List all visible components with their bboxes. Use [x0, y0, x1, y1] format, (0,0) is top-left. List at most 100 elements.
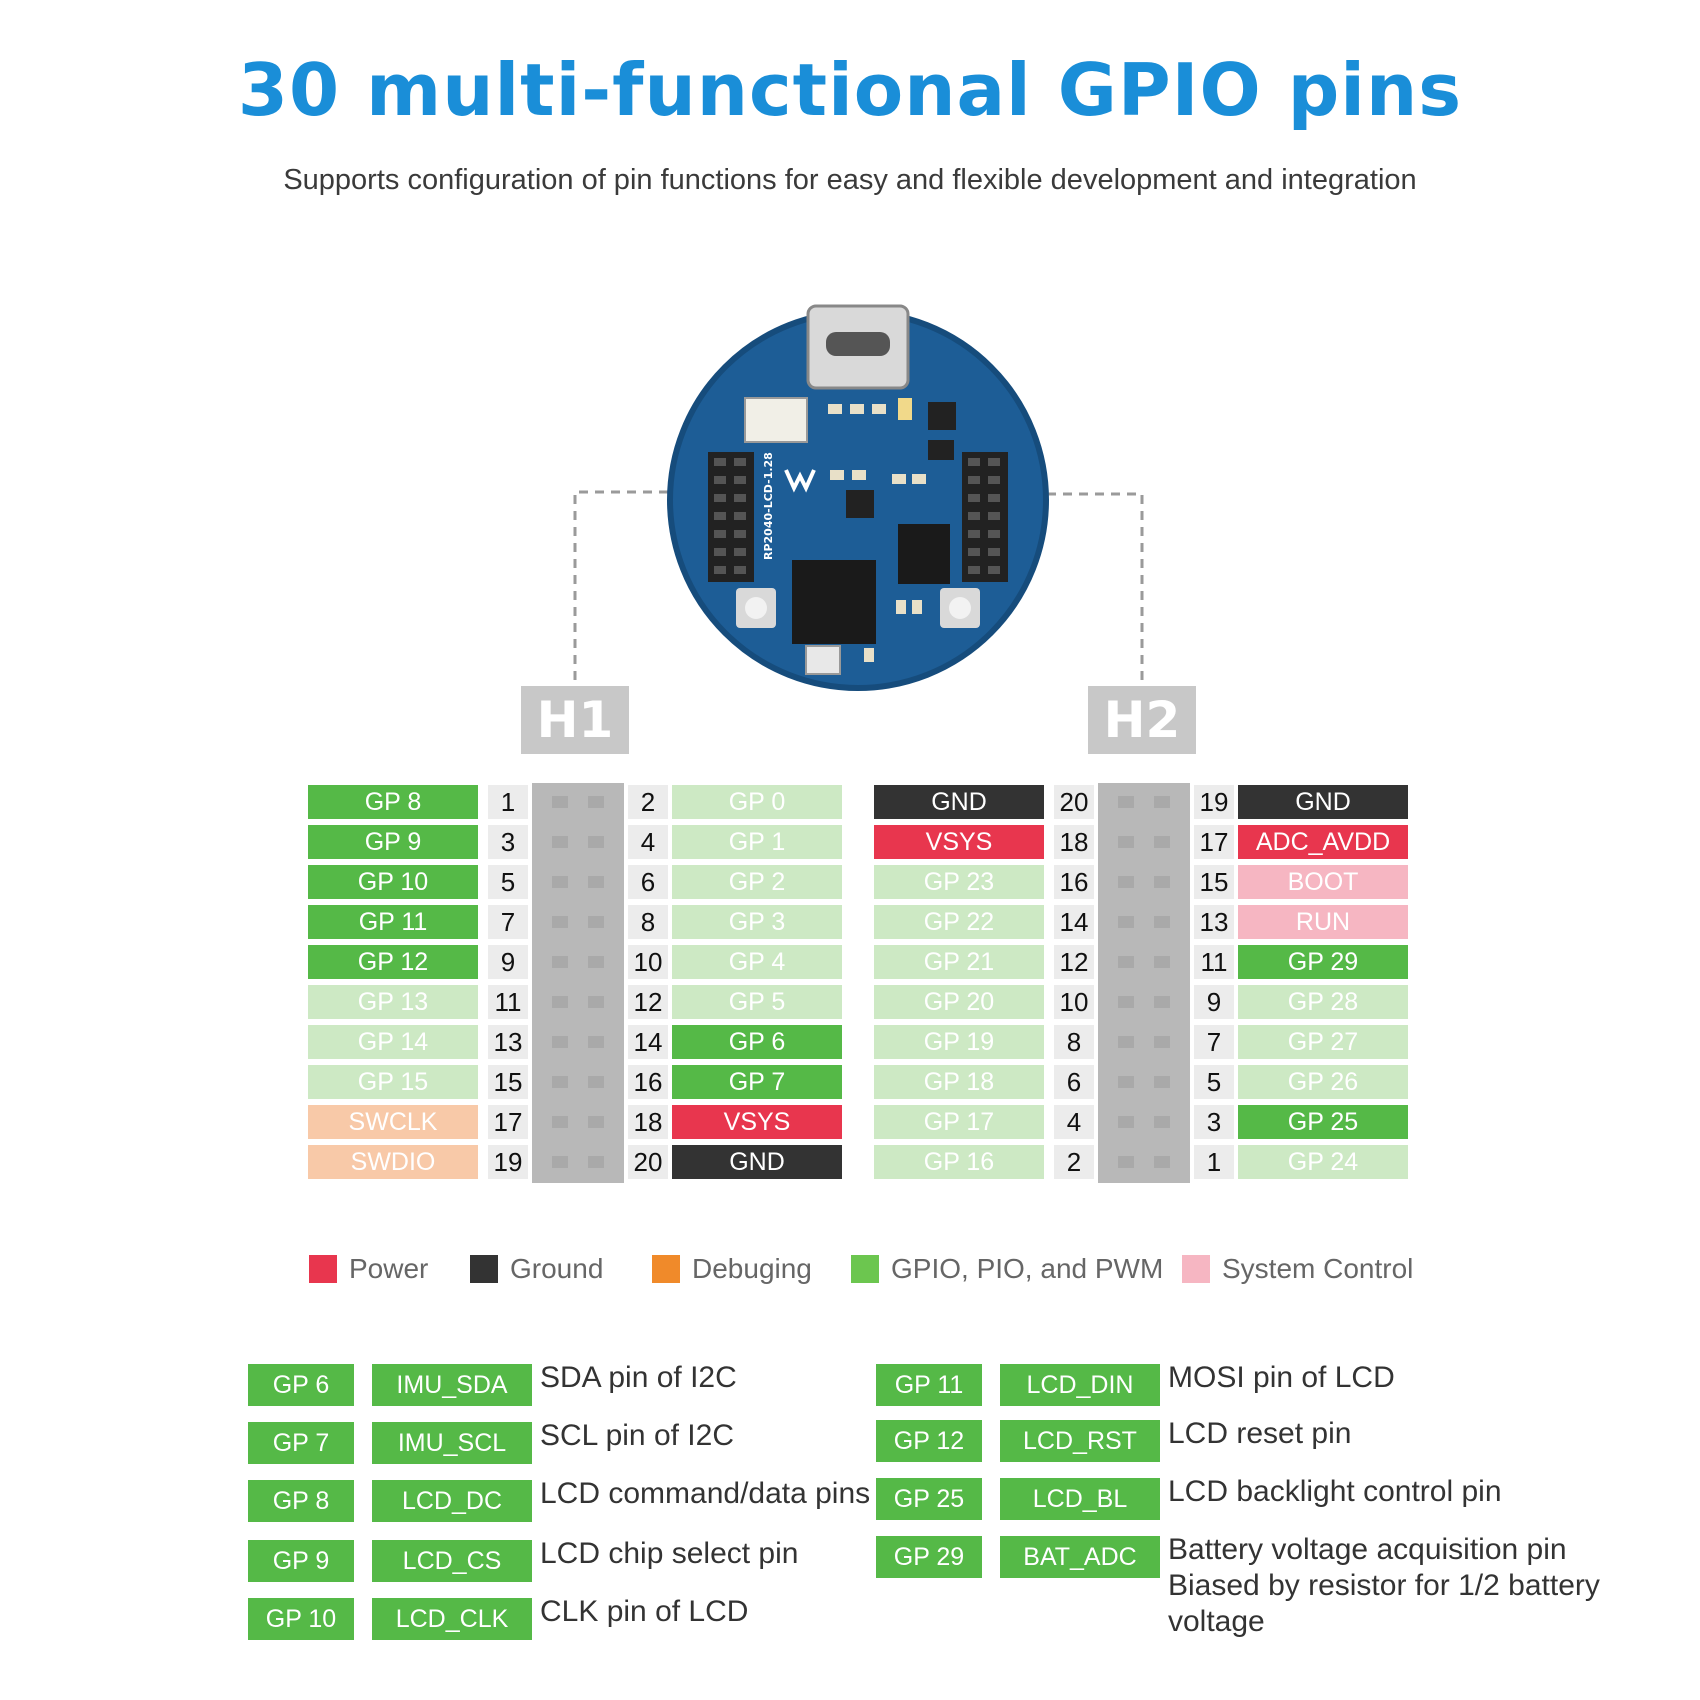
pin-label: GP 13: [308, 985, 478, 1019]
imu-chip-icon: [846, 490, 874, 518]
pin-label: GND: [874, 785, 1044, 819]
function-description: LCD chip select pin: [540, 1537, 799, 1570]
pin-hole: [1154, 1036, 1170, 1048]
pin-hole: [1118, 956, 1134, 968]
legend-label: Debuging: [692, 1253, 812, 1284]
legend-label: Power: [349, 1253, 429, 1284]
pin-number: 9: [1194, 985, 1234, 1019]
pin-number: 2: [1054, 1145, 1094, 1179]
pin-hole: [588, 956, 604, 968]
function-description: Battery voltage acquisition pin: [1168, 1533, 1567, 1566]
pin-number: 20: [628, 1145, 668, 1179]
pin-hole: [552, 956, 568, 968]
legend-item: System Control: [1182, 1252, 1413, 1286]
pin-hole: [1154, 916, 1170, 928]
pin-label: GND: [1238, 785, 1408, 819]
pin-hole: [1154, 996, 1170, 1008]
pin-hole: [1154, 956, 1170, 968]
function-pin-tag: GP 9: [248, 1540, 354, 1582]
pin-label: GP 26: [1238, 1065, 1408, 1099]
function-pin-tag: GP 7: [248, 1422, 354, 1464]
pin-number: 16: [628, 1065, 668, 1099]
pin-number: 3: [1194, 1105, 1234, 1139]
pin-hole: [1154, 1156, 1170, 1168]
pin-hole: [1154, 836, 1170, 848]
pin-hole: [552, 1116, 568, 1128]
board-model-text: RP2040-LCD-1.28: [762, 452, 775, 560]
pin-hole: [1118, 1116, 1134, 1128]
function-description: LCD command/data pins: [540, 1477, 871, 1510]
pin-hole: [1154, 1116, 1170, 1128]
pin-hole: [1118, 1036, 1134, 1048]
pin-number: 14: [628, 1025, 668, 1059]
pin-hole: [588, 876, 604, 888]
legend-label: Ground: [510, 1253, 604, 1284]
pin-label: SWDIO: [308, 1145, 478, 1179]
pin-label: GP 7: [672, 1065, 842, 1099]
pin-label: SWCLK: [308, 1105, 478, 1139]
pin-number: 1: [1194, 1145, 1234, 1179]
legend-item: Debuging: [652, 1252, 812, 1286]
pin-label: GP 10: [308, 865, 478, 899]
function-signal-tag: LCD_RST: [1000, 1420, 1160, 1462]
pin-number: 12: [1054, 945, 1094, 979]
legend-item: GPIO, PIO, and PWM: [851, 1252, 1163, 1286]
function-signal-tag: LCD_CS: [372, 1540, 532, 1582]
pin-number: 8: [1054, 1025, 1094, 1059]
pin-label: RUN: [1238, 905, 1408, 939]
legend-swatch: [652, 1255, 680, 1283]
function-signal-tag: LCD_DC: [372, 1480, 532, 1522]
header-h2-label: H2: [1088, 686, 1196, 754]
pin-label: GP 0: [672, 785, 842, 819]
pin-hole: [1118, 1076, 1134, 1088]
page-subtitle: Supports configuration of pin functions …: [283, 164, 1417, 196]
pin-number: 20: [1054, 785, 1094, 819]
function-pin-tag: GP 6: [248, 1364, 354, 1406]
pin-label: VSYS: [874, 825, 1044, 859]
header-strip: [532, 783, 624, 1183]
pin-number: 7: [488, 905, 528, 939]
pin-label: GP 1: [672, 825, 842, 859]
function-pin-tag: GP 11: [876, 1364, 982, 1406]
pin-number: 10: [1054, 985, 1094, 1019]
pin-number: 9: [488, 945, 528, 979]
pin-label: GP 28: [1238, 985, 1408, 1019]
pin-hole: [552, 1076, 568, 1088]
pin-number: 5: [1194, 1065, 1234, 1099]
pin-label: ADC_AVDD: [1238, 825, 1408, 859]
pin-hole: [588, 796, 604, 808]
legend-item: Power: [309, 1252, 428, 1286]
pin-label: GP 27: [1238, 1025, 1408, 1059]
pin-number: 11: [1194, 945, 1234, 979]
function-description: SDA pin of I2C: [540, 1361, 737, 1394]
pin-number: 10: [628, 945, 668, 979]
pin-label: GP 16: [874, 1145, 1044, 1179]
board-svg: RP2040-LCD-1.28: [573, 304, 1144, 691]
pin-number: 12: [628, 985, 668, 1019]
pin-label: GP 24: [1238, 1145, 1408, 1179]
function-description: LCD backlight control pin: [1168, 1475, 1502, 1508]
function-description: LCD reset pin: [1168, 1417, 1352, 1450]
pin-number: 1: [488, 785, 528, 819]
pin-hole: [552, 876, 568, 888]
pin-number: 15: [488, 1065, 528, 1099]
pin-hole: [1118, 796, 1134, 808]
pin-hole: [588, 1036, 604, 1048]
pin-label: BOOT: [1238, 865, 1408, 899]
pin-label: GP 20: [874, 985, 1044, 1019]
pin-number: 2: [628, 785, 668, 819]
pin-label: GP 29: [1238, 945, 1408, 979]
pin-label: GP 22: [874, 905, 1044, 939]
h1-connector-line: [573, 490, 690, 680]
pin-number: 5: [488, 865, 528, 899]
legend-label: GPIO, PIO, and PWM: [891, 1253, 1164, 1284]
pin-number: 11: [488, 985, 528, 1019]
pin-label: GP 5: [672, 985, 842, 1019]
pin-label: GP 3: [672, 905, 842, 939]
function-signal-tag: BAT_ADC: [1000, 1536, 1160, 1578]
header-h1-label: H1: [521, 686, 629, 754]
board-illustration: RP2040-LCD-1.28: [0, 0, 1700, 800]
function-description: voltage: [1168, 1605, 1265, 1638]
pin-number: 8: [628, 905, 668, 939]
function-pin-tag: GP 29: [876, 1536, 982, 1578]
